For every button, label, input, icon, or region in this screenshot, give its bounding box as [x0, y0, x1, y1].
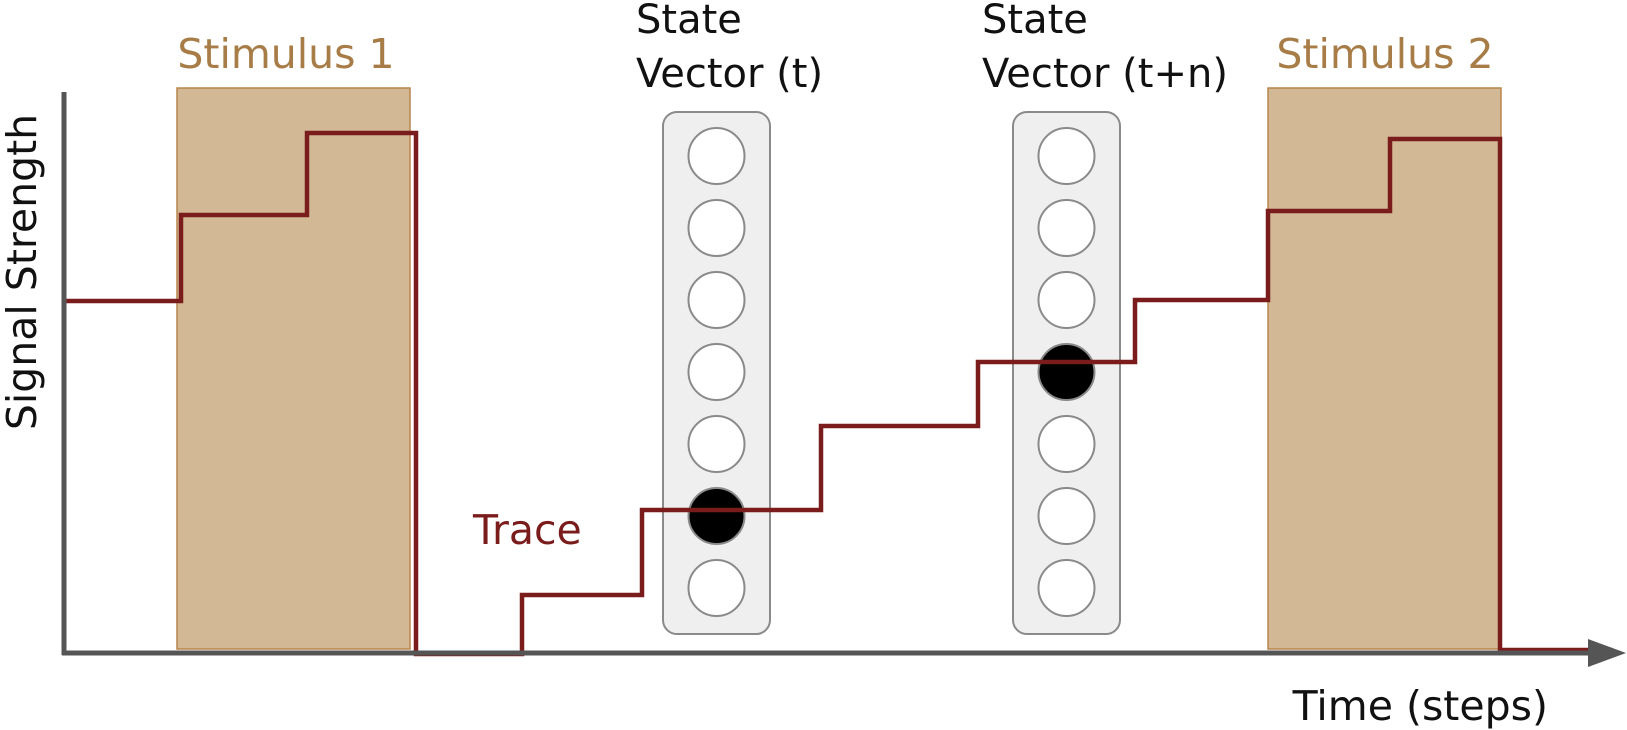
trace-label: Trace: [472, 506, 582, 554]
state-cell: [687, 559, 746, 617]
stimulus-1-label: Stimulus 1: [177, 30, 394, 78]
state-vector-t-title-line2: Vector (t): [636, 51, 823, 97]
x-axis-arrowhead: [1588, 639, 1626, 667]
signal-trace-line: [64, 130, 1612, 657]
state-cell: [687, 343, 746, 401]
stimulus-2-box: [1267, 87, 1502, 650]
state-cell: [1037, 199, 1096, 257]
state-cell-active: [1037, 343, 1096, 401]
state-cell: [687, 271, 746, 329]
state-vector-t-title-line1: State: [636, 0, 742, 43]
stimulus-2-label: Stimulus 2: [1276, 30, 1493, 78]
state-vector-t: [662, 111, 771, 635]
state-cell: [687, 127, 746, 185]
state-cell: [687, 415, 746, 473]
state-cell-active: [687, 487, 746, 545]
state-cell: [1037, 487, 1096, 545]
y-axis-label: Signal Strength: [0, 114, 46, 430]
state-cell: [687, 199, 746, 257]
state-cell: [1037, 415, 1096, 473]
x-axis-label: Time (steps): [1292, 682, 1548, 730]
state-vector-t-plus-n: [1012, 111, 1121, 635]
state-vector-t-plus-n-title-line1: State: [982, 0, 1088, 43]
stimulus-1-box: [176, 87, 411, 650]
state-cell: [1037, 559, 1096, 617]
state-cell: [1037, 127, 1096, 185]
state-cell: [1037, 271, 1096, 329]
state-vector-t-plus-n-title-line2: Vector (t+n): [982, 51, 1228, 97]
